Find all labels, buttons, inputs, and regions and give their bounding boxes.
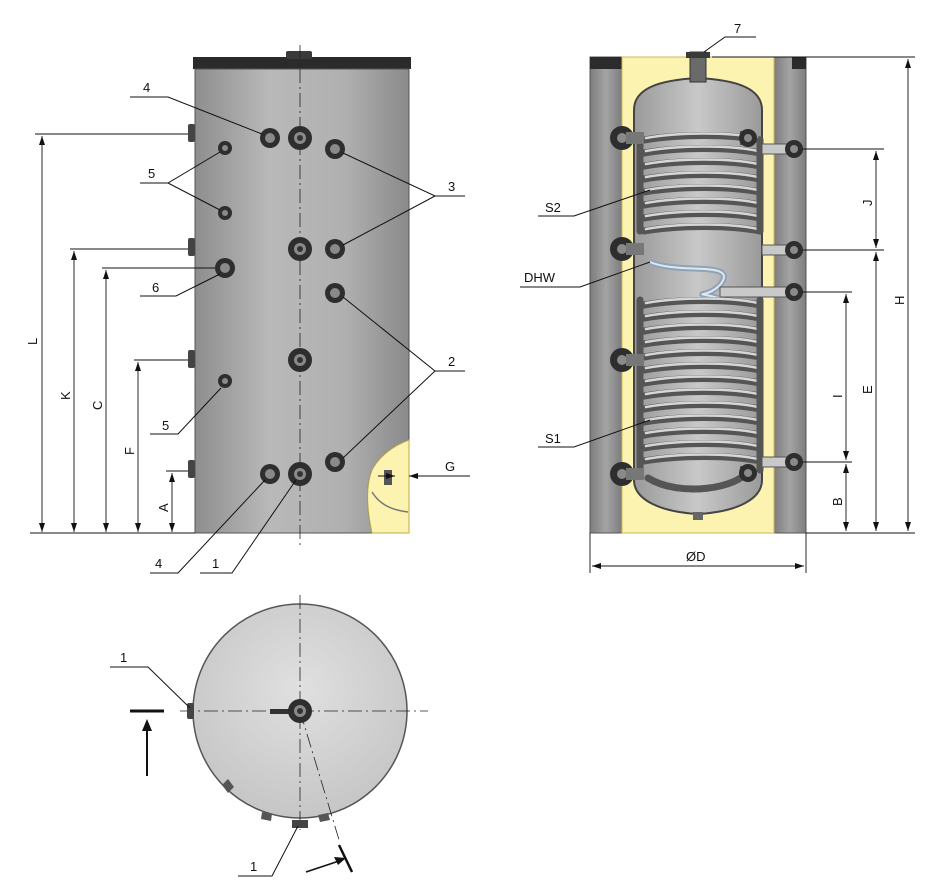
label-1-front: 1 xyxy=(212,556,219,571)
dim-C: C xyxy=(90,401,105,410)
dim-I: I xyxy=(830,394,845,398)
side-stub xyxy=(188,124,195,142)
top-view: 1 1 xyxy=(110,595,428,877)
labels-section: 7 S2 DHW S1 xyxy=(524,21,741,446)
label-4-bottom: 4 xyxy=(155,556,162,571)
ports xyxy=(215,126,345,486)
leaders-external xyxy=(130,96,465,574)
dimensions-left: L K C F A G xyxy=(25,133,470,534)
dim-D: ØD xyxy=(686,549,706,564)
label-dhw: DHW xyxy=(524,270,556,285)
top-cap xyxy=(193,57,411,69)
label-s1: S1 xyxy=(545,431,561,446)
label-1-top-left: 1 xyxy=(120,650,127,665)
dim-B: B xyxy=(830,497,845,506)
label-1-top-bottom: 1 xyxy=(250,859,257,874)
label-7: 7 xyxy=(734,21,741,36)
dim-E: E xyxy=(860,385,875,394)
section-view: 7 S2 DHW S1 H J E I xyxy=(520,21,915,573)
dim-G: G xyxy=(445,459,455,474)
dim-L: L xyxy=(25,338,40,345)
label-6: 6 xyxy=(152,280,159,295)
external-view: 4 5 6 5 3 2 4 1 L K C F xyxy=(25,45,470,574)
label-2: 2 xyxy=(448,354,455,369)
dim-H: H xyxy=(892,296,907,305)
section-ports-right xyxy=(719,129,803,482)
side-stub xyxy=(188,238,195,256)
dim-A: A xyxy=(156,503,171,512)
coil-s2 xyxy=(636,132,764,235)
dimensions-right: H J E I B ØD xyxy=(589,56,915,573)
label-4-top: 4 xyxy=(143,80,150,95)
label-5-top: 5 xyxy=(148,166,155,181)
labels-external: 4 5 6 5 3 2 4 1 xyxy=(143,80,455,571)
side-stub xyxy=(188,460,195,478)
dim-F: F xyxy=(122,447,137,455)
dim-J: J xyxy=(860,200,875,207)
leaders-section xyxy=(520,36,756,448)
dim-K: K xyxy=(58,391,73,400)
label-s2: S2 xyxy=(545,200,561,215)
section-ports-left xyxy=(610,126,644,486)
top-nozzle xyxy=(286,51,312,59)
side-stub xyxy=(188,350,195,368)
label-5-bottom: 5 xyxy=(162,418,169,433)
label-3: 3 xyxy=(448,179,455,194)
